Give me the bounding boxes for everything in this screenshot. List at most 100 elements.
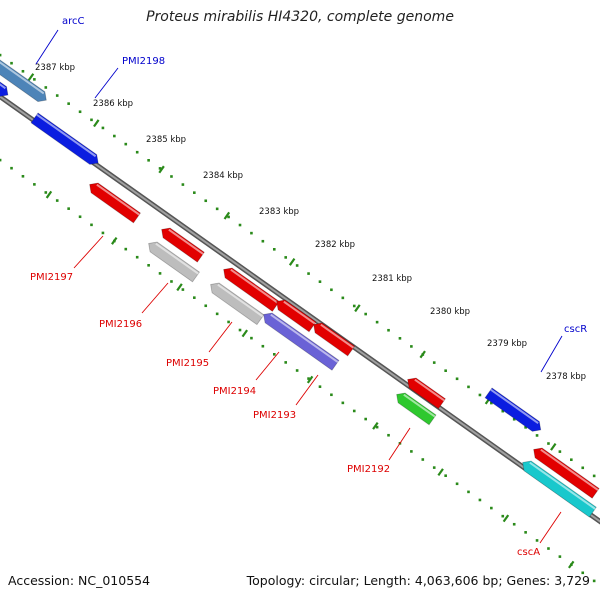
inner-scale-row-dot (478, 498, 482, 502)
inner-scale-row-dot (33, 183, 36, 186)
gene-label-PMI2198[interactable]: PMI2198 (122, 56, 165, 67)
gene-arcC-shine (0, 61, 45, 95)
inner-scale-row-major-tick (306, 375, 314, 384)
outer-scale-row-dot (478, 393, 482, 397)
gene-PMI2198-a-shine (0, 83, 6, 90)
inner-scale-row-dot (10, 166, 13, 170)
scale-label: 2385 kbp (146, 135, 186, 145)
scale-label: 2384 kbp (203, 171, 243, 181)
outer-scale-row-dot (432, 361, 436, 364)
inner-scale-row-dot (272, 353, 276, 356)
scale-label: 2378 kbp (546, 372, 586, 382)
outer-scale-row-major-tick (288, 258, 296, 266)
inner-scale-row-major-tick (45, 190, 53, 199)
inner-scale-row-dot (490, 506, 493, 510)
inner-scale-row-dot (124, 247, 128, 251)
gene-label-PMI2194[interactable]: PMI2194 (213, 386, 256, 397)
inner-scale-row-dot (512, 522, 516, 526)
inner-scale-row-dot (158, 272, 162, 275)
inner-scale-row-dot (558, 555, 562, 558)
inner-scale-row-dot (547, 547, 550, 550)
gene-PMI2197-body (89, 182, 141, 224)
gene-PMI2193-red-body (313, 322, 356, 357)
inner-scale-row-dot (364, 417, 367, 421)
inner-scale-row-dot (375, 425, 379, 429)
outer-scale-row-dot (375, 320, 379, 324)
gene-label-cscA[interactable]: cscA (517, 547, 540, 558)
inner-scale-row-major-tick (502, 514, 510, 523)
outer-scale-row-dot (330, 288, 333, 292)
genome-summary-text: Topology: circular; Length: 4,063,606 bp… (246, 573, 590, 588)
accession-text: Accession: NC_010554 (8, 573, 151, 588)
outer-scale-row-dot (204, 199, 208, 203)
inner-scale-row-dot (101, 231, 105, 235)
gene-label-PMI2196[interactable]: PMI2196 (99, 319, 142, 330)
gene-PMI2195-shine (217, 283, 264, 318)
outer-scale-row-dot (295, 264, 299, 267)
inner-scale-row-dot (524, 531, 527, 534)
gene-PMI2192-shine (403, 393, 436, 418)
inner-scale-row-dot (227, 320, 230, 324)
inner-scale-row-dot (78, 215, 82, 219)
outer-scale-row-dot (67, 102, 70, 105)
outer-scale-row-dot (215, 207, 219, 211)
inner-scale-row-dot (467, 490, 470, 494)
gene-label-arcC[interactable]: arcC (62, 16, 85, 27)
leader-line-arcC (35, 29, 59, 65)
inner-scale-row-dot (204, 304, 208, 308)
outer-scale-row-dot (124, 142, 128, 146)
outer-scale-row-major-tick (158, 165, 165, 174)
inner-scale-row-dot (44, 191, 48, 194)
inner-scale-row-major-tick (568, 560, 575, 569)
outer-scale-row-dot (272, 248, 276, 251)
gene-cscR-body (484, 387, 542, 432)
gene-cscA-body (522, 460, 597, 518)
gene-PMI2194-red-body (276, 299, 317, 333)
outer-scale-row-dot (592, 474, 596, 478)
outer-scale-row-dot (181, 183, 185, 186)
inner-scale-row-dot (444, 474, 447, 477)
gene-PMI2192 (396, 392, 437, 426)
gene-PMI2195-red-shine (230, 268, 279, 304)
outer-scale-row-dot (581, 466, 585, 470)
map-title: Proteus mirabilis HI4320, complete genom… (146, 9, 454, 25)
outer-scale-row-dot (467, 385, 470, 389)
outer-scale-row-dot (444, 369, 447, 372)
gene-arcC (0, 59, 47, 103)
outer-scale-row-dot (341, 296, 345, 300)
gene-label-PMI2197[interactable]: PMI2197 (30, 272, 73, 283)
gene-label-cscR[interactable]: cscR (564, 324, 587, 335)
gene-PMI2194-shine (270, 313, 339, 363)
inner-scale-row-dot (238, 328, 242, 332)
outer-scale-row-dot (55, 94, 59, 97)
outer-scale-row-major-tick (27, 73, 35, 81)
gene-PMI2192-red-shine (414, 378, 445, 402)
inner-scale-row-dot (410, 450, 413, 453)
inner-scale-row-major-tick (241, 329, 249, 338)
inner-scale-row-dot (90, 223, 93, 227)
gene-PMI2192-body (396, 392, 437, 426)
gene-PMI2198-b-body (30, 112, 99, 165)
inner-scale-row-dot (261, 344, 265, 348)
outer-scale-row-major-tick (354, 304, 361, 313)
outer-scale-row-dot (0, 53, 2, 57)
gene-label-PMI2193[interactable]: PMI2193 (253, 410, 296, 421)
gene-PMI2198-a (0, 81, 9, 97)
gene-PMI2194-body (263, 312, 340, 371)
outer-scale-row-major-tick (223, 211, 231, 220)
backbone (0, 93, 600, 525)
gene-label-PMI2192[interactable]: PMI2192 (347, 464, 390, 475)
inner-scale-row-dot (307, 377, 310, 380)
gene-cscR-shine (490, 388, 539, 424)
outer-scale-row-dot (535, 434, 539, 437)
outer-scale-row-dot (318, 280, 322, 283)
outer-scale-row-dot (227, 215, 230, 219)
outer-scale-row-dot (352, 304, 356, 308)
scale-label: 2381 kbp (372, 274, 412, 284)
outer-scale-row-dot (21, 69, 25, 73)
gene-label-PMI2195[interactable]: PMI2195 (166, 358, 209, 369)
outer-scale-row-dot (135, 150, 139, 154)
gene-PMI2195-red-body (223, 267, 280, 312)
outer-scale-row-dot (364, 312, 367, 316)
inner-scale-row-dot (535, 539, 539, 542)
